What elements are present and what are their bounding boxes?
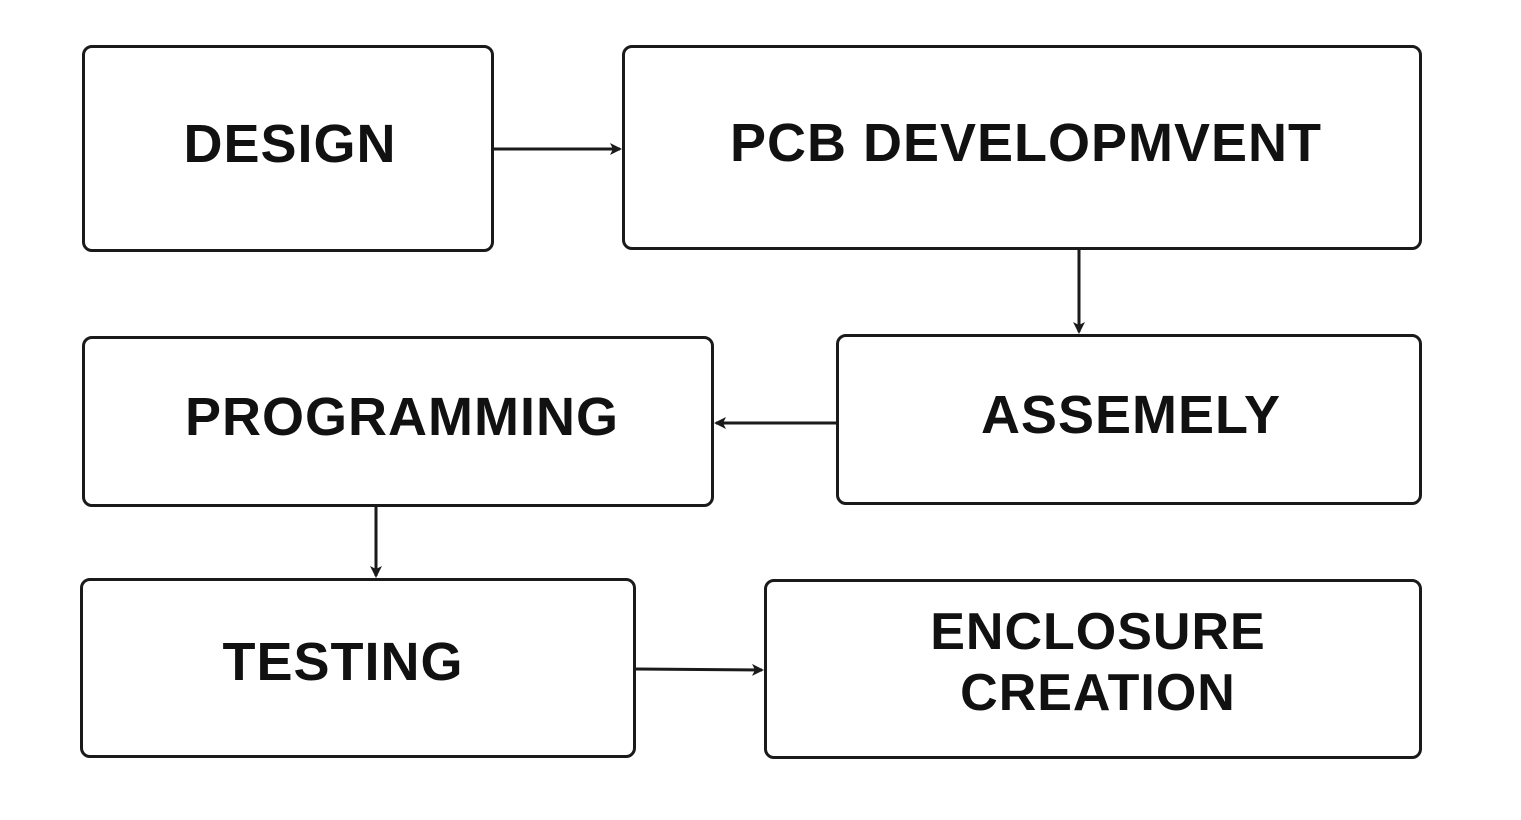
- step-design-label: DESIGN: [183, 114, 397, 175]
- step-enclosure-creation: ENCLOSURE CREATION: [764, 579, 1422, 759]
- step-design: DESIGN: [82, 45, 494, 252]
- arrow-testing-to-enclosure: [635, 663, 764, 676]
- step-testing-label: TESTING: [222, 631, 464, 692]
- step-enclosure-creation-label: ENCLOSURE CREATION: [930, 602, 1266, 722]
- step-assembly-label: ASSEMELY: [980, 385, 1282, 446]
- step-pcb-development: PCB DEVELOPMVENT: [622, 45, 1422, 250]
- step-assembly: ASSEMELY: [836, 334, 1422, 505]
- step-testing: TESTING: [80, 578, 636, 758]
- step-programming: PROGRAMMING: [82, 336, 714, 507]
- step-programming-label: PROGRAMMING: [185, 387, 619, 448]
- step-pcb-development-label: PCB DEVELOPMVENT: [729, 113, 1323, 174]
